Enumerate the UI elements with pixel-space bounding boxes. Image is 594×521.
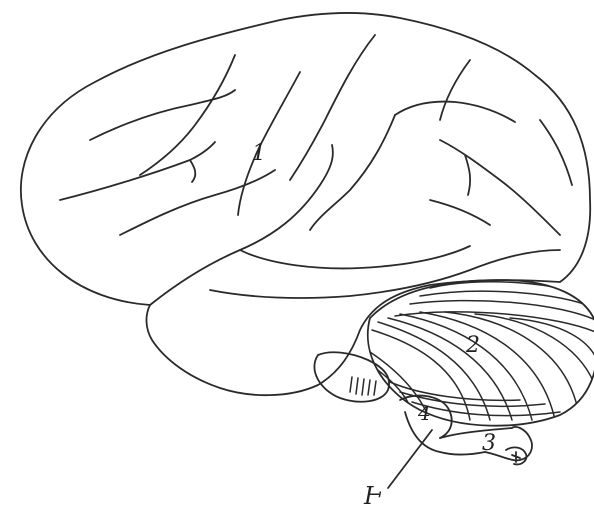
- label-4: 4: [417, 401, 431, 425]
- label-2: 2: [465, 333, 480, 358]
- pointer-line: [388, 430, 432, 488]
- label-1: 1: [252, 141, 266, 166]
- label-3: 3: [482, 431, 496, 456]
- cerebellum: [368, 280, 594, 426]
- pointer-mark-label: Ⱶ: [363, 482, 382, 510]
- cerebrum: [21, 13, 590, 395]
